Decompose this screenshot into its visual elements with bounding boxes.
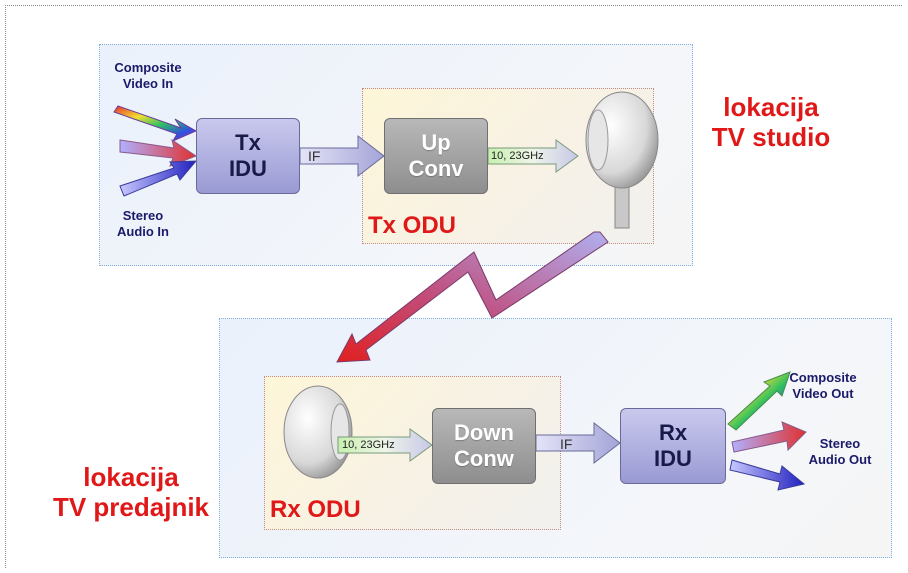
stereo-audio-out-line2: Audio Out [808, 452, 872, 467]
composite-video-in-arrow [113, 105, 198, 143]
stereo-audio-out-label: Stereo Audio Out [794, 436, 886, 468]
composite-video-out-label: Composite Video Out [776, 370, 870, 402]
composite-video-out-arrow [727, 371, 791, 431]
rx-idu-line2: IDU [654, 446, 692, 471]
rx-idu-box: Rx IDU [620, 408, 726, 484]
tx-idu-box: Tx IDU [196, 118, 300, 194]
up-conv-line1: Up [421, 130, 451, 155]
stereo-audio-out-blue-arrow [729, 459, 806, 491]
tx-antenna-dish-icon [585, 91, 659, 229]
down-conv-line2: Conw [454, 446, 514, 471]
tx-if-arrow [299, 134, 385, 178]
stereo-audio-in-line1: Stereo [122, 208, 164, 223]
composite-video-in-label: Composite Video In [104, 60, 192, 92]
rx-location-label: lokacija TV predajnik [28, 462, 234, 522]
rx-location-line1: lokacija [83, 462, 179, 492]
tx-freq-arrow [487, 139, 579, 173]
tx-location-label: lokacija TV studio [696, 92, 846, 152]
up-conv-line2: Conv [408, 156, 464, 181]
rx-antenna-dish-icon [283, 385, 353, 479]
rx-idu-line1: Rx [658, 420, 688, 445]
rx-if-label: IF [560, 436, 573, 452]
stereo-audio-in-label: Stereo Audio In [104, 208, 182, 240]
tx-freq-label: 10, 23GHz [491, 150, 544, 162]
tx-if-label: IF [308, 148, 321, 164]
stereo-audio-out-red-arrow [731, 421, 807, 453]
page-frame [5, 5, 902, 568]
stereo-audio-out-line1: Stereo [819, 436, 861, 451]
radio-link-zigzag-arrow [336, 231, 609, 363]
stereo-audio-in-line2: Audio In [117, 224, 169, 239]
tx-idu-line2: IDU [229, 156, 267, 181]
rx-freq-arrow [337, 428, 433, 462]
down-conv-line1: Down [454, 420, 514, 445]
rx-if-arrow [535, 421, 621, 465]
composite-video-out-line1: Composite [789, 370, 857, 385]
tx-odu-label: Tx ODU [368, 212, 457, 239]
tx-location-line1: lokacija [723, 92, 819, 122]
rx-odu-label: Rx ODU [270, 496, 361, 523]
rx-freq-label: 10, 23GHz [342, 439, 395, 451]
composite-video-in-line1: Composite [114, 60, 182, 75]
tx-location-line2: TV studio [711, 122, 831, 152]
down-conv-box: Down Conw [432, 408, 536, 484]
tx-idu-line1: Tx [235, 130, 261, 155]
up-conv-box: Up Conv [384, 118, 488, 194]
rx-location-line2: TV predajnik [52, 492, 210, 522]
composite-video-out-line2: Video Out [792, 386, 854, 401]
stereo-audio-in-blue-arrow [119, 160, 198, 197]
composite-video-in-line2: Video In [122, 76, 174, 91]
